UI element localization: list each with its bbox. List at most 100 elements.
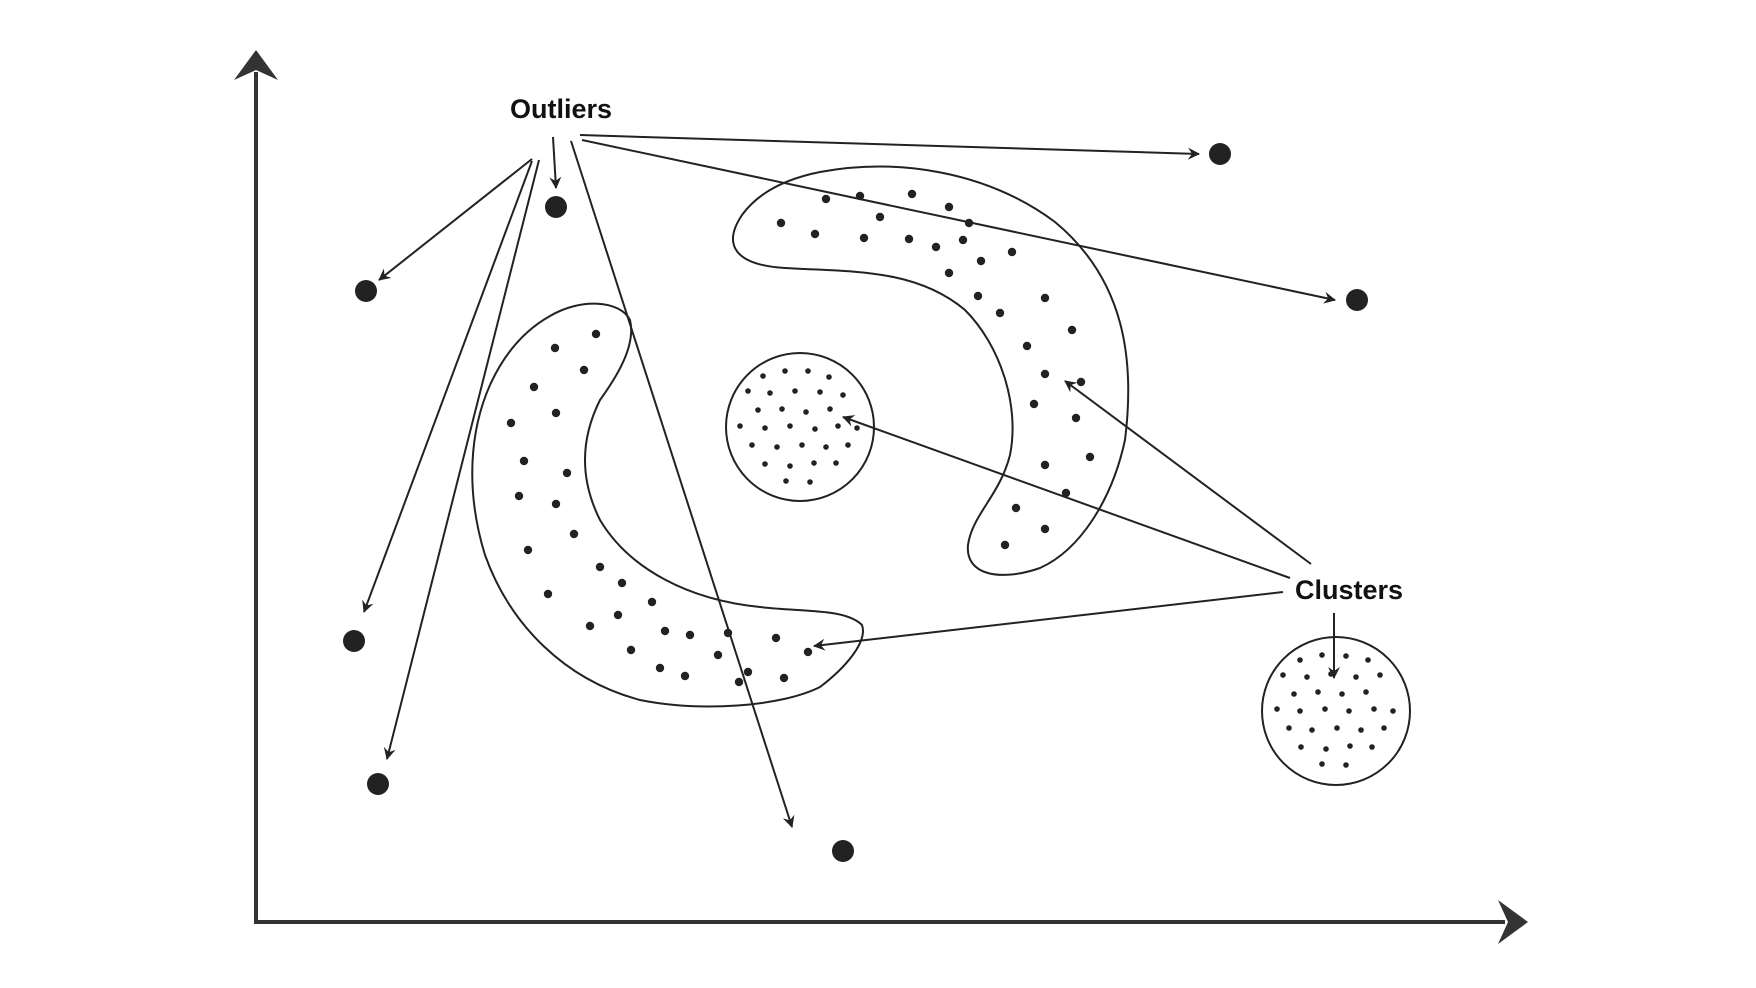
outliers-arrow	[579, 134, 1200, 160]
cluster-point	[737, 423, 743, 429]
cluster-point	[1343, 762, 1349, 768]
cluster-point	[1347, 743, 1353, 749]
cluster-point	[617, 578, 627, 588]
cluster-bottom-right-circle-boundary	[1261, 636, 1411, 786]
outliers-arrow	[383, 159, 540, 760]
outlier-point	[355, 280, 377, 302]
cluster-point	[523, 545, 533, 555]
cluster-point	[1040, 460, 1050, 470]
cluster-boundaries	[471, 165, 1411, 786]
cluster-top-right-arc-boundary	[732, 165, 1130, 576]
cluster-point	[1371, 706, 1377, 712]
cluster-point	[776, 218, 786, 228]
cluster-point	[1297, 657, 1303, 663]
cluster-point	[762, 461, 768, 467]
cluster-point	[821, 194, 831, 204]
cluster-point	[840, 392, 846, 398]
cluster-point	[1040, 293, 1050, 303]
cluster-point	[743, 667, 753, 677]
cluster-point	[655, 663, 665, 673]
cluster-point	[799, 442, 805, 448]
cluster-point	[1377, 672, 1383, 678]
cluster-point	[995, 308, 1005, 318]
cluster-point	[569, 529, 579, 539]
cluster-point	[713, 650, 723, 660]
cluster-point	[904, 234, 914, 244]
cluster-point	[1319, 761, 1325, 767]
cluster-point	[1365, 657, 1371, 663]
cluster-point	[787, 463, 793, 469]
clusters-leader-arrows	[813, 380, 1340, 679]
outlier-point	[832, 840, 854, 862]
cluster-point	[1381, 725, 1387, 731]
cluster-point	[771, 633, 781, 643]
cluster-point	[551, 499, 561, 509]
cluster-top-right-arc-points	[776, 189, 1095, 550]
cluster-point	[1085, 452, 1095, 462]
cluster-point	[1061, 488, 1071, 498]
outlier-point	[1346, 289, 1368, 311]
outliers-arrow	[378, 158, 533, 281]
cluster-point	[613, 610, 623, 620]
cluster-point	[944, 202, 954, 212]
cluster-point	[762, 425, 768, 431]
cluster-point	[1274, 706, 1280, 712]
cluster-point	[811, 460, 817, 466]
cluster-point	[685, 630, 695, 640]
cluster-point	[823, 444, 829, 450]
cluster-point	[1280, 672, 1286, 678]
cluster-point	[931, 242, 941, 252]
cluster-point	[803, 647, 813, 657]
cluster-center-circle-boundary	[725, 352, 875, 502]
cluster-point	[1353, 674, 1359, 680]
outlier-point	[1209, 143, 1231, 165]
cluster-point	[826, 374, 832, 380]
cluster-point	[755, 407, 761, 413]
cluster-point	[812, 426, 818, 432]
cluster-point	[803, 409, 809, 415]
cluster-point	[805, 368, 811, 374]
cluster-point	[859, 233, 869, 243]
x-axis-arrowhead	[1498, 900, 1528, 944]
cluster-point	[1343, 653, 1349, 659]
cluster-point	[551, 408, 561, 418]
outliers-arrow	[581, 139, 1336, 304]
cluster-point	[1040, 369, 1050, 379]
cluster-point	[760, 373, 766, 379]
cluster-point	[680, 671, 690, 681]
cluster-point	[1309, 727, 1315, 733]
cluster-point	[749, 442, 755, 448]
cluster-point	[660, 626, 670, 636]
cluster-point	[529, 382, 539, 392]
cluster-point	[1304, 674, 1310, 680]
cluster-point	[519, 456, 529, 466]
cluster-point	[1011, 503, 1021, 513]
cluster-point	[787, 423, 793, 429]
cluster-point	[767, 390, 773, 396]
cluster-point	[1323, 746, 1329, 752]
cluster-point	[779, 406, 785, 412]
cluster-point	[1322, 706, 1328, 712]
cluster-point	[845, 442, 851, 448]
outlier-points	[343, 143, 1368, 862]
cluster-point	[745, 388, 751, 394]
cluster-point	[807, 479, 813, 485]
cluster-point	[817, 389, 823, 395]
cluster-point	[734, 677, 744, 687]
cluster-point	[1007, 247, 1017, 257]
cluster-point	[1328, 671, 1334, 677]
cluster-point	[835, 423, 841, 429]
outlier-point	[343, 630, 365, 652]
cluster-point	[1076, 377, 1086, 387]
cluster-point	[585, 621, 595, 631]
cluster-point	[626, 645, 636, 655]
cluster-point	[854, 425, 860, 431]
cluster-point	[1369, 744, 1375, 750]
cluster-points	[506, 189, 1396, 768]
clusters-arrow	[813, 591, 1284, 651]
cluster-point	[595, 562, 605, 572]
axes	[234, 50, 1528, 944]
outliers-arrow	[362, 160, 533, 613]
cluster-point	[1067, 325, 1077, 335]
